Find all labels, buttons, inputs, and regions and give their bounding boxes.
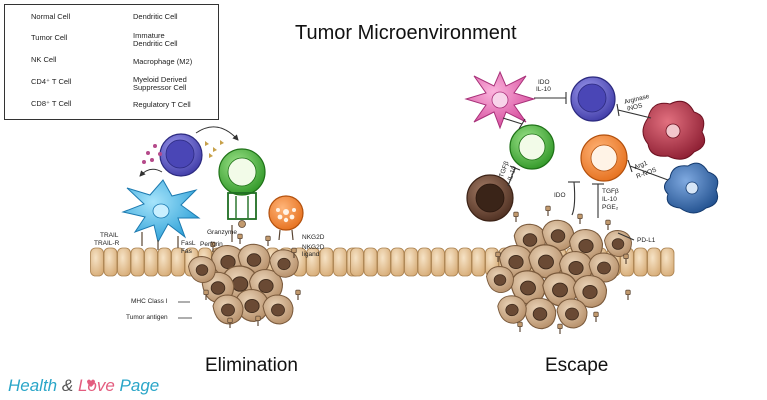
normal-cell bbox=[390, 247, 405, 277]
label-ido-1: IDO bbox=[538, 79, 550, 86]
elimination-dendritic-cell bbox=[121, 179, 201, 244]
label-nkg2d-ligand-2: ligand bbox=[302, 251, 320, 258]
tumor-cell bbox=[497, 295, 527, 324]
normal-cell bbox=[130, 247, 145, 277]
pd-l1-marker bbox=[517, 321, 523, 333]
label-fas: Fas bbox=[181, 248, 192, 255]
brand-heart-icon bbox=[87, 379, 95, 387]
escape-nk-cell bbox=[580, 134, 628, 182]
legend-treg-label: Regulatory T Cell bbox=[133, 100, 191, 109]
normal-cell bbox=[444, 247, 459, 277]
label-granzyme: Granzyme bbox=[207, 229, 237, 236]
legend-macrophage-label: Macrophage (M2) bbox=[133, 57, 193, 66]
brand-part-page: Page bbox=[114, 376, 160, 395]
normal-cell bbox=[404, 247, 418, 277]
legend-mdsc-label-1: Myeloid Derived bbox=[133, 75, 187, 84]
brand-amp: & bbox=[57, 376, 78, 395]
normal-cell bbox=[363, 247, 378, 277]
legend bbox=[4, 4, 219, 120]
pd-l1-marker bbox=[577, 213, 583, 225]
mhc-antigen-marker bbox=[237, 233, 243, 245]
normal-cell bbox=[117, 247, 131, 277]
label-fasl: FasL bbox=[181, 240, 196, 247]
label-trail: TRAIL bbox=[100, 232, 119, 239]
page-title: Tumor Microenvironment bbox=[295, 22, 517, 44]
label-trail-r: TRAIL-R bbox=[94, 240, 120, 247]
normal-cell bbox=[660, 247, 675, 277]
escape-mdsc bbox=[664, 162, 719, 214]
label-pge2: PGE₂ bbox=[602, 204, 619, 211]
legend-cd8-label: CD8⁺ T Cell bbox=[31, 99, 72, 108]
label-tgfb-2: TGFβ bbox=[602, 188, 619, 195]
brand-part-health: Health bbox=[8, 376, 58, 395]
normal-cell bbox=[144, 247, 158, 277]
normal-cell bbox=[103, 247, 118, 277]
normal-cell bbox=[431, 247, 445, 277]
elimination-nk-cell bbox=[268, 195, 304, 241]
escape-heading: Escape bbox=[545, 355, 609, 376]
label-ido-2: IDO bbox=[554, 192, 566, 199]
elimination-heading: Elimination bbox=[205, 355, 298, 376]
legend-mdsc-label-2: Suppressor Cell bbox=[133, 83, 187, 92]
normal-cell bbox=[647, 247, 661, 277]
pd-l1-marker bbox=[605, 219, 611, 231]
escape-immature-dendritic-cell bbox=[464, 70, 536, 130]
mhc-antigen-marker bbox=[295, 289, 301, 301]
tumor-cell bbox=[523, 297, 557, 330]
tumor-cell bbox=[188, 256, 216, 284]
tumor-cell bbox=[556, 298, 588, 329]
normal-cell bbox=[90, 247, 104, 277]
normal-cell bbox=[157, 247, 172, 277]
legend-immature-label-1: Immature bbox=[133, 31, 165, 40]
brand-part-love: Love bbox=[77, 376, 115, 395]
mhc-antigen-marker bbox=[265, 235, 271, 247]
legend-immature-label-2: Dendritic Cell bbox=[133, 39, 178, 48]
legend-normal-cell-label: Normal Cell bbox=[31, 12, 71, 21]
normal-cell bbox=[333, 247, 347, 277]
escape-cd8-t-cell bbox=[509, 124, 555, 170]
label-tumor-antigen: Tumor antigen bbox=[126, 314, 168, 321]
pd-l1-marker bbox=[545, 205, 551, 217]
elimination-cytokine-signals bbox=[139, 126, 239, 177]
pd-l1-marker bbox=[513, 211, 519, 223]
label-mhc-class-i: MHC Class I bbox=[131, 298, 168, 305]
normal-cell bbox=[471, 247, 486, 277]
legend-cd4-label: CD4⁺ T Cell bbox=[31, 77, 72, 86]
escape-macrophage bbox=[642, 100, 706, 160]
escape-tumor-cluster bbox=[486, 205, 632, 335]
escape-treg bbox=[466, 174, 514, 222]
legend-nk-cell-label: NK Cell bbox=[31, 55, 57, 64]
pd-l1-marker bbox=[625, 289, 631, 301]
label-nkg2d-ligand-1: NKG2D bbox=[302, 244, 325, 251]
label-perforin: Perforin bbox=[200, 241, 223, 248]
escape-cd4-t-cell bbox=[570, 76, 616, 122]
tumor-cell bbox=[486, 266, 514, 294]
label-il10-3: IL-10 bbox=[602, 196, 617, 203]
escape-inhibition-lines bbox=[502, 92, 669, 241]
normal-cell bbox=[350, 247, 364, 277]
elimination-cd8-t-cell bbox=[218, 148, 266, 228]
normal-cell bbox=[319, 247, 334, 277]
label-il10-1: IL-10 bbox=[536, 86, 551, 93]
elimination-cd4-t-cell bbox=[159, 133, 203, 177]
normal-cell bbox=[417, 247, 432, 277]
pd-l1-marker bbox=[557, 323, 563, 335]
legend-dendritic-label: Dendritic Cell bbox=[133, 12, 178, 21]
legend-tumor-cell-label: Tumor Cell bbox=[31, 33, 68, 42]
brand-logo: Health & Love Page bbox=[8, 376, 159, 396]
label-nkg2d: NKG2D bbox=[302, 234, 325, 241]
elimination-receptors bbox=[141, 225, 233, 319]
tumor-cell bbox=[262, 294, 294, 325]
normal-cell bbox=[458, 247, 472, 277]
normal-cell bbox=[633, 247, 648, 277]
label-pd-l1: PD-L1 bbox=[637, 237, 656, 244]
pd-l1-marker bbox=[593, 311, 599, 323]
normal-cell bbox=[377, 247, 391, 277]
